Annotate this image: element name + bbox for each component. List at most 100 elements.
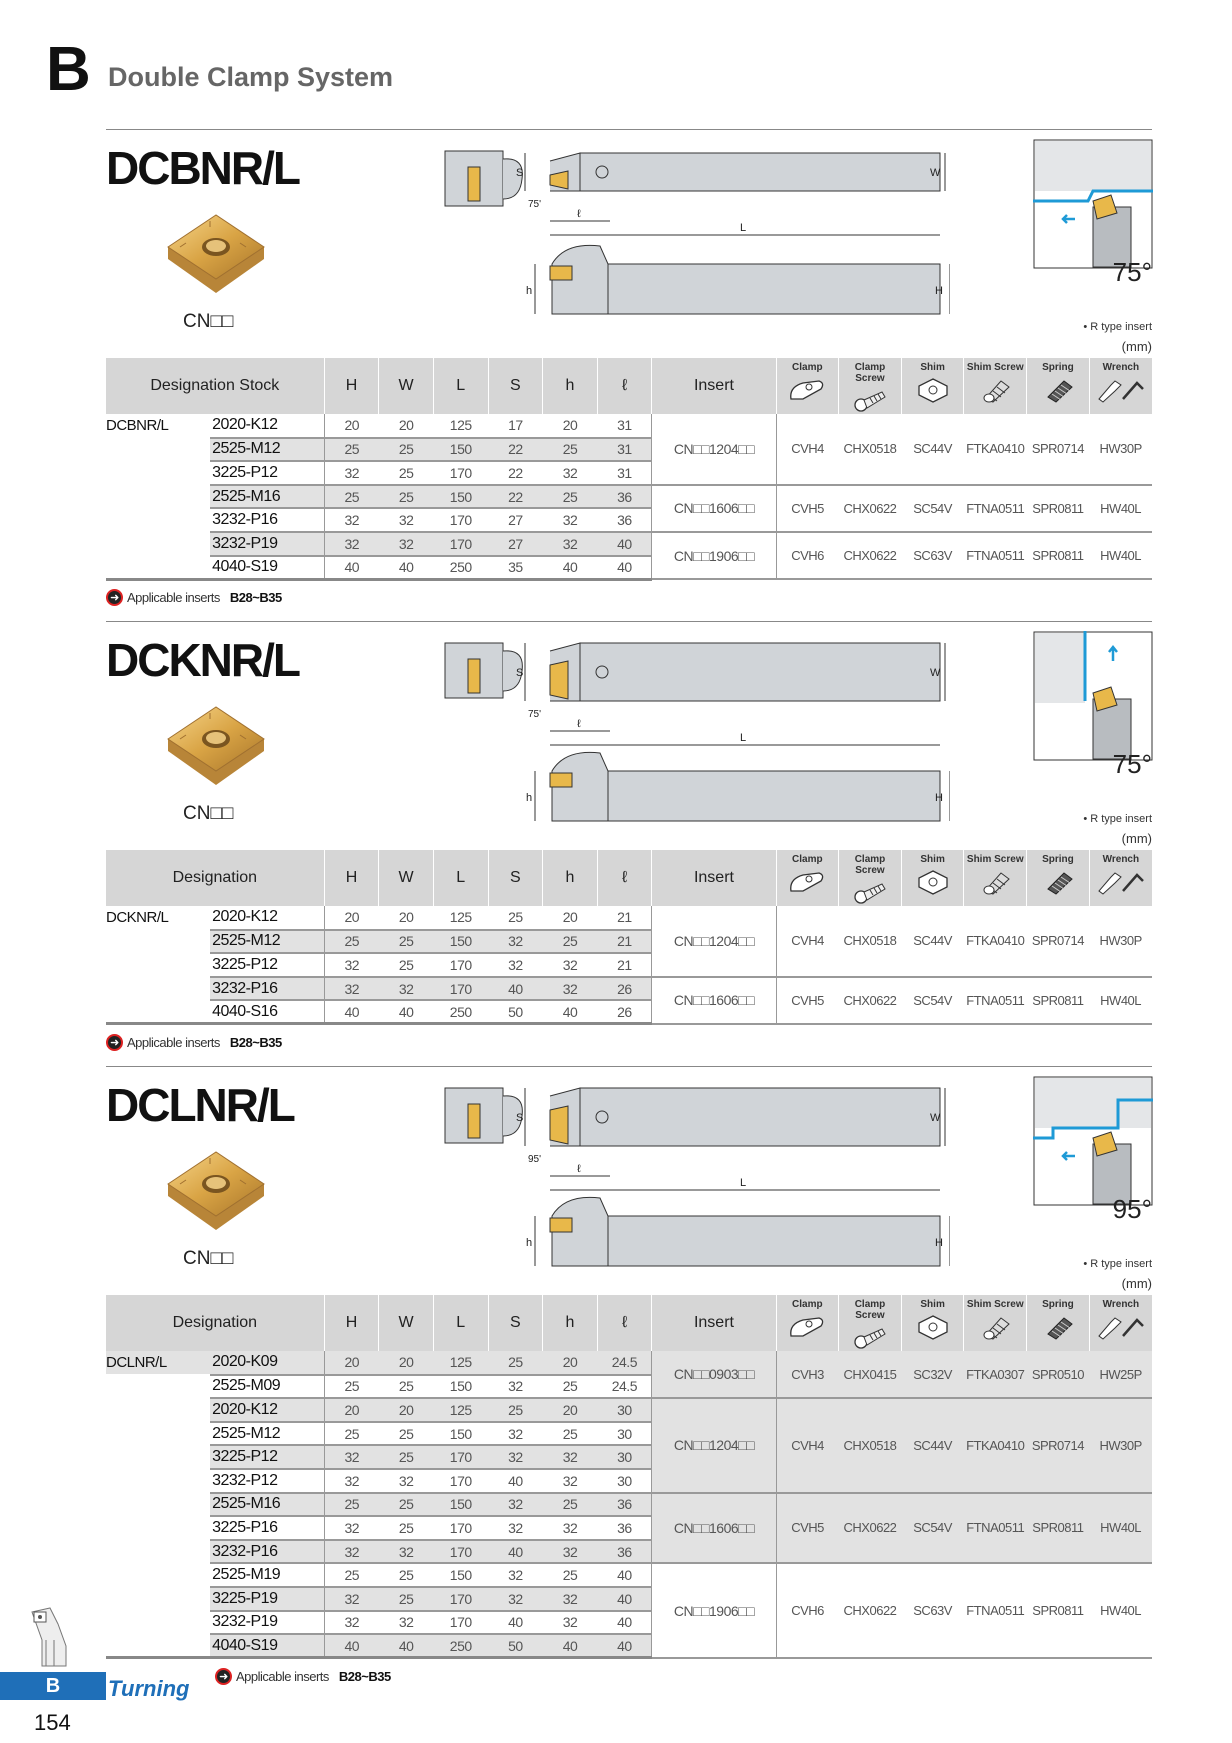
dim-L: 170 (433, 1610, 489, 1636)
dim-label-W: W (930, 667, 941, 679)
dim-S: 32 (488, 1586, 543, 1612)
dim-W: 20 (378, 1351, 434, 1376)
dim-label-S: S (516, 1112, 523, 1124)
dim-S: 32 (488, 953, 543, 978)
unit-label: (mm) (1121, 1276, 1152, 1291)
col-header-H: H (323, 358, 379, 414)
dim-H: 25 (323, 929, 379, 955)
dim-W: 40 (378, 555, 434, 581)
insert-label: CN□□ (183, 1248, 234, 1269)
part-wrench: HW25P (1089, 1351, 1152, 1400)
applicable-range: B28~B35 (338, 1668, 391, 1684)
applicable-inserts-link[interactable]: ➜ Applicable inserts B28~B35 (106, 1034, 282, 1051)
clamp-screw-icon (854, 391, 886, 412)
col-header-h: h (542, 850, 598, 906)
designation-name (106, 1539, 211, 1564)
dim-h: 32 (542, 976, 598, 1002)
dim-L: 250 (433, 1000, 489, 1026)
divider (106, 621, 1152, 622)
applicable-inserts-link[interactable]: ➜ Applicable inserts B28~B35 (106, 589, 282, 607)
dim-h: 32 (542, 531, 598, 557)
dim-H: 25 (323, 484, 379, 510)
dim-L: 150 (433, 1563, 489, 1588)
applicable-inserts-link[interactable]: ➜ Applicable inserts B28~B35 (215, 1667, 391, 1685)
part-clamp: CVH4 (776, 414, 839, 486)
col-header-L: L (432, 1295, 489, 1351)
designation-name (106, 508, 211, 533)
dim-L: 170 (433, 1468, 489, 1494)
approach-diagram (1033, 1076, 1153, 1211)
dim-H: 32 (323, 461, 379, 486)
clamp-screw-icon (854, 883, 886, 904)
dim-h: 25 (542, 1374, 598, 1400)
side-view: h H (526, 244, 951, 315)
designation-name (106, 461, 211, 486)
dim-label-H: H (935, 285, 943, 297)
part-spring: SPR0811 (1026, 1492, 1090, 1565)
clamp-icon (790, 872, 824, 892)
tool-dimension-diagram: h H S W 95' ℓ L (430, 1066, 951, 1286)
dim-H: 25 (323, 1374, 379, 1400)
dim-label-h: h (526, 792, 532, 804)
clamp-icon (790, 1317, 824, 1337)
col-header-W: W (378, 358, 434, 414)
part-shim-screw: FTKA0410 (963, 414, 1027, 486)
dim-h: 32 (542, 1610, 598, 1636)
designation-code: 3232-P16 (210, 976, 325, 1002)
part-spring: SPR0714 (1026, 906, 1090, 978)
r-type-note: • R type insert (1083, 321, 1152, 333)
col-header-W: W (378, 1295, 434, 1351)
dim-h: 25 (542, 484, 598, 510)
part-clamp: CVH4 (776, 906, 839, 978)
dim-H: 25 (323, 1421, 379, 1447)
r-type-note: • R type insert (1083, 1258, 1152, 1270)
dim-label-L: L (740, 222, 746, 234)
part-shim: SC44V (901, 906, 964, 978)
dim-H: 32 (323, 976, 379, 1002)
part-spring: SPR0811 (1026, 976, 1090, 1025)
dim-L: 150 (433, 437, 489, 463)
part-clamp-screw: CHX0622 (838, 484, 902, 533)
dim-ℓ: 36 (597, 1516, 652, 1541)
part-clamp: CVH5 (776, 1492, 839, 1565)
dim-label-W: W (930, 167, 941, 179)
dim-L: 170 (433, 976, 489, 1002)
shim-screw-icon (983, 1317, 1011, 1340)
part-spring: SPR0811 (1026, 531, 1090, 581)
spring-icon (1047, 872, 1073, 895)
chapter-tab[interactable]: B (0, 1672, 106, 1700)
dim-L: 170 (433, 461, 489, 486)
front-view (444, 1087, 523, 1144)
col-header-L: L (432, 358, 489, 414)
dim-H: 32 (323, 1516, 379, 1541)
dim-S: 40 (488, 976, 543, 1002)
dim-ℓ: 24.5 (597, 1351, 652, 1376)
chapter-letter: B (46, 35, 91, 104)
page-number: 154 (34, 1710, 71, 1735)
dim-S: 50 (488, 1634, 543, 1660)
top-view: S W 95' ℓ L (516, 1087, 946, 1191)
side-view: h H (526, 751, 951, 822)
part-shim: SC54V (901, 1492, 964, 1565)
dim-H: 32 (323, 1445, 379, 1470)
dim-H: 32 (323, 1586, 379, 1612)
designation-code: 2020-K12 (210, 1398, 325, 1423)
dim-H: 40 (323, 1000, 379, 1026)
dim-ℓ: 24.5 (597, 1374, 652, 1400)
part-shim: SC44V (901, 1398, 964, 1494)
designation-code: 3232-P16 (210, 508, 325, 533)
part-clamp: CVH3 (776, 1351, 839, 1400)
dim-label-S: S (516, 167, 523, 179)
dim-W: 25 (378, 1586, 434, 1612)
